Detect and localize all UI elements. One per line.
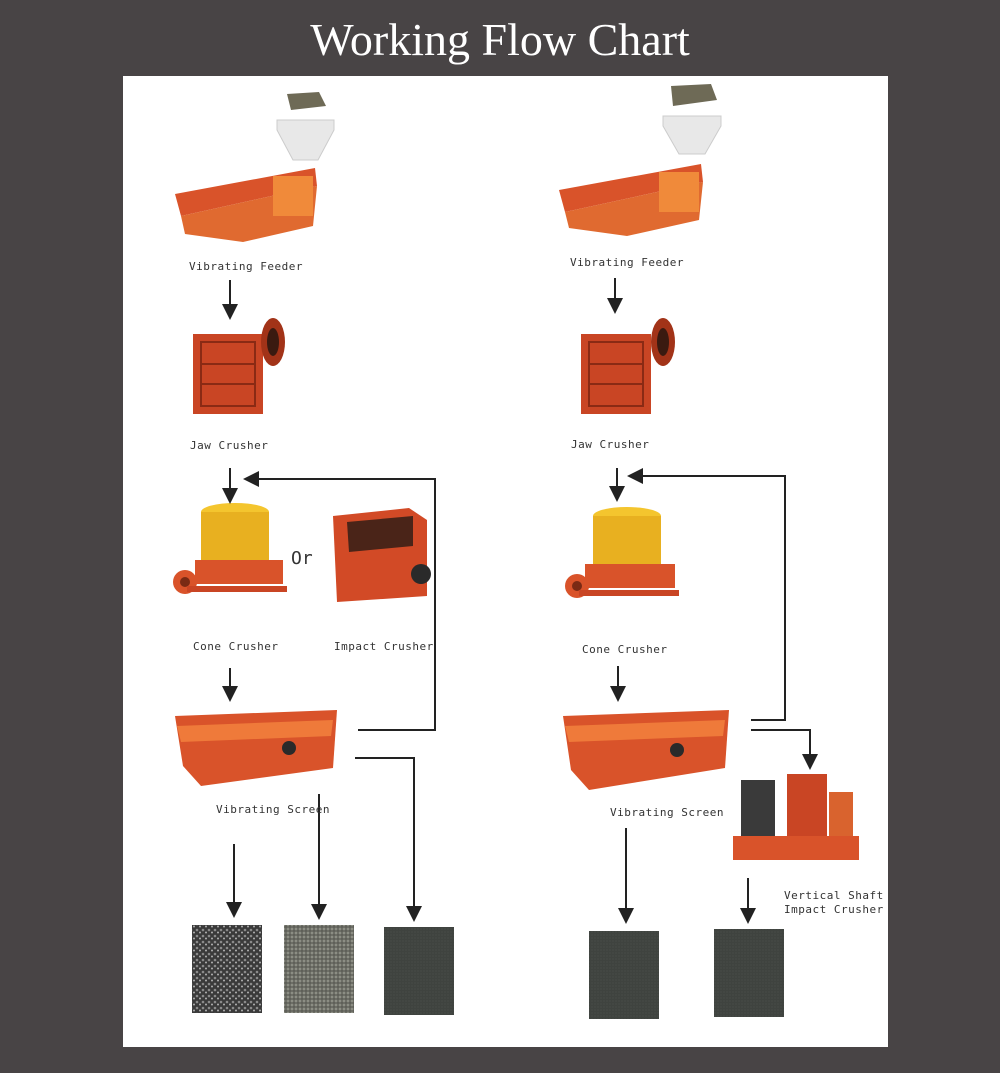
right-cone-label: Cone Crusher xyxy=(582,643,668,656)
right-vibrating-screen xyxy=(563,710,729,790)
left-cone-label: Cone Crusher xyxy=(193,640,279,653)
left-cone-crusher xyxy=(173,503,287,594)
flow-chart-drawing xyxy=(173,84,859,1019)
left-impact-crusher xyxy=(333,508,431,602)
right-vibrating-feeder xyxy=(559,164,703,236)
page-title: Working Flow Chart xyxy=(310,14,690,65)
flow-chart-panel: Vibrating Feeder Jaw Crusher Or Cone Cru… xyxy=(123,76,888,1047)
left-vibrating-feeder xyxy=(175,168,317,242)
left-output-gravel xyxy=(192,925,262,1013)
or-label: Or xyxy=(291,548,313,569)
right-feeder-label: Vibrating Feeder xyxy=(570,256,684,269)
right-output-sand-2 xyxy=(714,929,784,1017)
right-vsi-crusher xyxy=(733,774,859,860)
left-output-sand xyxy=(384,927,454,1015)
left-output-chips xyxy=(284,925,354,1013)
left-jaw-label: Jaw Crusher xyxy=(190,439,269,452)
right-jaw-crusher xyxy=(581,318,675,414)
left-feeder-label: Vibrating Feeder xyxy=(189,260,303,273)
left-vibrating-screen xyxy=(175,710,337,786)
left-screen-label: Vibrating Screen xyxy=(216,803,330,816)
left-jaw-crusher xyxy=(193,318,285,414)
right-output-sand-1 xyxy=(589,931,659,1019)
right-screen-label: Vibrating Screen xyxy=(610,806,724,819)
right-hopper xyxy=(662,84,722,155)
right-cone-crusher xyxy=(565,507,679,598)
left-hopper xyxy=(276,92,335,161)
left-impact-label: Impact Crusher xyxy=(334,640,434,653)
flow-arrows xyxy=(222,278,818,924)
right-jaw-label: Jaw Crusher xyxy=(571,438,650,451)
right-vsi-label: Vertical Shaft Impact Crusher xyxy=(784,889,884,916)
